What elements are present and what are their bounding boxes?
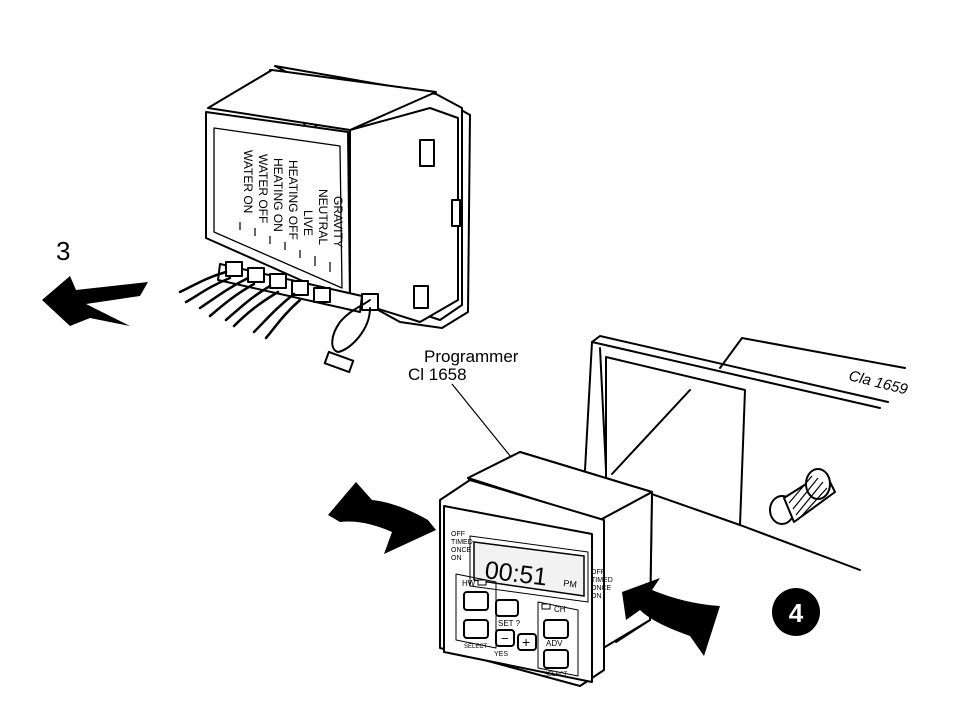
callout-name: Programmer xyxy=(424,347,519,366)
terminal-label-water-on: WATER ON xyxy=(241,150,255,213)
cable-tie xyxy=(323,293,379,374)
select-left-label: SELECT xyxy=(464,644,488,650)
mode-right-timed: TIMED xyxy=(591,577,613,584)
terminal-label-neutral: NEUTRAL xyxy=(316,189,330,245)
back-box: GRAVITY NEUTRAL LIVE HEATING OFF HEATING… xyxy=(178,65,471,374)
mode-right-off: OFF xyxy=(591,569,605,576)
terminal-label-live: LIVE xyxy=(301,210,315,236)
display-ampm: PM xyxy=(563,578,578,590)
lcd-display xyxy=(473,541,585,597)
select-right-button[interactable] xyxy=(543,649,569,669)
terminal-label-gravity: GRAVITY xyxy=(331,196,345,248)
mode-left-once: ONCE xyxy=(451,547,472,554)
callout-leader xyxy=(451,383,516,463)
step-3-number: 3 xyxy=(56,236,70,266)
step-4-marker: 4 xyxy=(772,588,820,636)
mode-right-on: ON xyxy=(591,593,602,600)
mode-left-timed: TIMED xyxy=(451,539,473,546)
select-right-label: SELECT xyxy=(544,672,568,678)
adv-label: ADV xyxy=(546,639,563,648)
terminal-labels: GRAVITY NEUTRAL LIVE HEATING OFF HEATING… xyxy=(241,150,345,248)
hw-button[interactable] xyxy=(463,591,489,611)
set-label: SET ? xyxy=(498,619,521,628)
step-3-arrow xyxy=(42,276,148,326)
terminal-label-water-off: WATER OFF xyxy=(256,154,270,223)
ch-button[interactable] xyxy=(543,619,569,639)
push-arrow-right xyxy=(622,578,720,656)
terminal-label-heating-off: HEATING OFF xyxy=(286,160,300,240)
knob xyxy=(769,468,836,525)
ch-label: CH xyxy=(554,605,566,614)
mode-right-once: ONCE xyxy=(591,585,612,592)
step-4-number: 4 xyxy=(789,598,804,628)
mode-labels-left: OFF TIMED ONCE ON xyxy=(451,531,473,562)
select-left-button[interactable] xyxy=(463,619,489,639)
hw-label: HW xyxy=(462,579,476,588)
push-arrow-left xyxy=(328,482,436,554)
mode-labels-right: OFF TIMED ONCE ON xyxy=(591,569,613,600)
plus-button[interactable] xyxy=(517,633,537,651)
minus-button[interactable] xyxy=(495,629,515,647)
mode-left-off: OFF xyxy=(451,531,465,538)
boiler-panel: Cla 1659 xyxy=(584,335,910,571)
callout-code: Cl 1658 xyxy=(408,365,467,384)
set-button[interactable] xyxy=(495,599,519,617)
plus-label: + xyxy=(522,634,530,650)
minus-label: − xyxy=(501,631,509,646)
programmer-unit: 00:51 PM OFF TIMED ONCE ON OFF TIMED ONC… xyxy=(439,451,653,687)
terminal-label-heating-on: HEATING ON xyxy=(271,158,285,232)
yes-label: YES xyxy=(494,651,508,658)
mode-left-on: ON xyxy=(451,555,462,562)
